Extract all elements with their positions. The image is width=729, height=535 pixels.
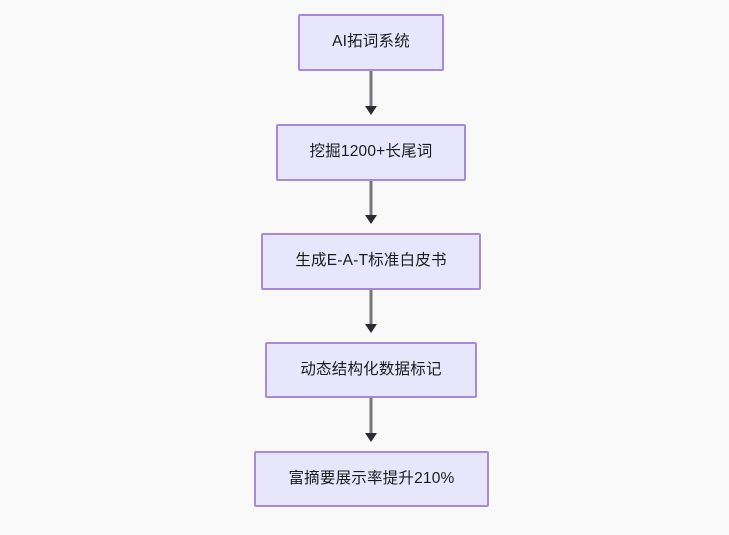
flow-node-3-label: 生成E-A-T标准白皮书 xyxy=(295,252,447,270)
flow-arrow-2-line xyxy=(369,181,373,217)
flow-node-1[interactable]: AI拓词系统 xyxy=(298,14,444,71)
flow-node-1-label: AI拓词系统 xyxy=(332,33,410,51)
arrow-head-icon xyxy=(365,215,377,224)
flow-arrow-1-line xyxy=(369,71,373,108)
flow-node-4-label: 动态结构化数据标记 xyxy=(300,360,442,378)
arrow-head-icon xyxy=(365,324,377,333)
flow-arrow-4-line xyxy=(369,398,373,435)
flow-node-2[interactable]: 挖掘1200+长尾词 xyxy=(276,124,466,181)
flow-node-5-label: 富摘要展示率提升210% xyxy=(288,469,455,487)
flow-node-2-label: 挖掘1200+长尾词 xyxy=(309,143,433,161)
flow-node-3[interactable]: 生成E-A-T标准白皮书 xyxy=(261,233,481,290)
flow-node-5[interactable]: 富摘要展示率提升210% xyxy=(254,451,489,507)
arrow-head-icon xyxy=(365,106,377,115)
flow-node-4[interactable]: 动态结构化数据标记 xyxy=(265,342,477,398)
arrow-head-icon xyxy=(365,433,377,442)
flow-arrow-3-line xyxy=(369,290,373,326)
